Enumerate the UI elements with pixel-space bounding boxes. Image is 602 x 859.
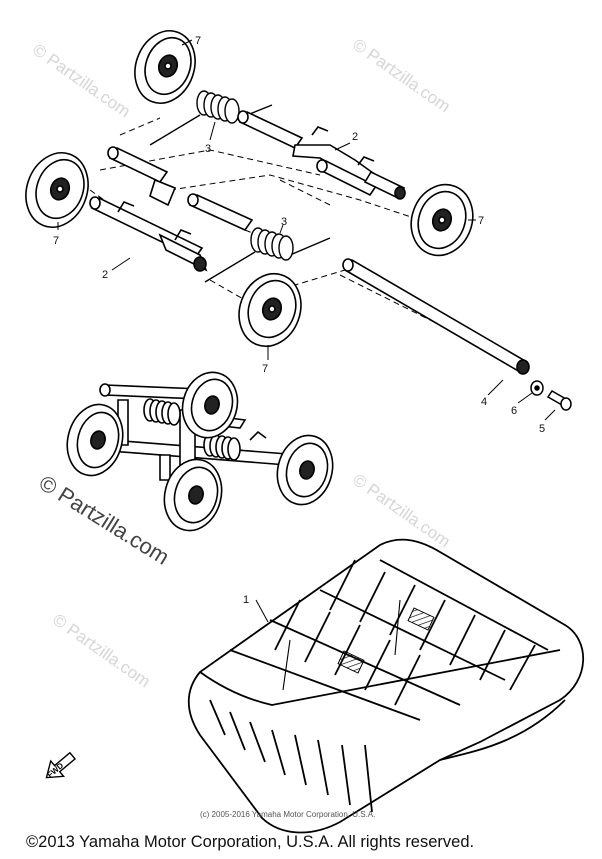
callout-leaders <box>57 39 556 623</box>
suspension-arm-upper <box>237 110 406 200</box>
callout-1: 1 <box>243 594 249 606</box>
idler-wheel-right <box>410 183 474 257</box>
assembled-wheel-rear-right <box>181 371 239 439</box>
callout-5: 5 <box>539 423 545 435</box>
callout-3-middle: 3 <box>281 216 287 228</box>
copyright-notice: ©2013 Yamaha Motor Corporation, U.S.A. A… <box>26 833 475 851</box>
idler-wheel-top <box>134 30 196 104</box>
bolt <box>546 390 572 411</box>
assembled-wheel-front-left <box>163 458 223 532</box>
spring-middle <box>204 227 331 283</box>
small-copyright: (c) 2005-2016 Yamaha Motor Corporation, … <box>200 810 376 819</box>
callout-7-right: 7 <box>478 215 484 227</box>
callout-4: 4 <box>481 396 487 408</box>
idler-wheel-left <box>25 152 89 228</box>
callout-7-bottom: 7 <box>262 363 268 375</box>
callout-2-lower: 2 <box>102 269 108 281</box>
assembled-suspension <box>99 383 301 481</box>
forward-arrow-icon <box>45 751 77 779</box>
assembled-wheel-rear-left <box>66 403 124 477</box>
suspension-arm-lower <box>89 146 254 272</box>
idler-wheel-bottom <box>238 272 302 348</box>
axle-shaft <box>342 258 530 375</box>
callout-3-top: 3 <box>205 143 211 155</box>
assembled-wheel-front-right <box>276 434 334 506</box>
assembled-spring-upper <box>143 398 181 426</box>
callout-7-left: 7 <box>53 235 59 247</box>
callout-6: 6 <box>511 405 517 417</box>
assembled-spring-lower <box>203 433 241 461</box>
callout-7-top: 7 <box>195 35 201 47</box>
track-belt <box>187 538 585 834</box>
track-tread-block <box>407 607 435 631</box>
washer <box>530 380 544 396</box>
spring-top <box>149 90 273 146</box>
track-tread-block <box>337 650 365 674</box>
callout-2-upper: 2 <box>352 131 358 143</box>
